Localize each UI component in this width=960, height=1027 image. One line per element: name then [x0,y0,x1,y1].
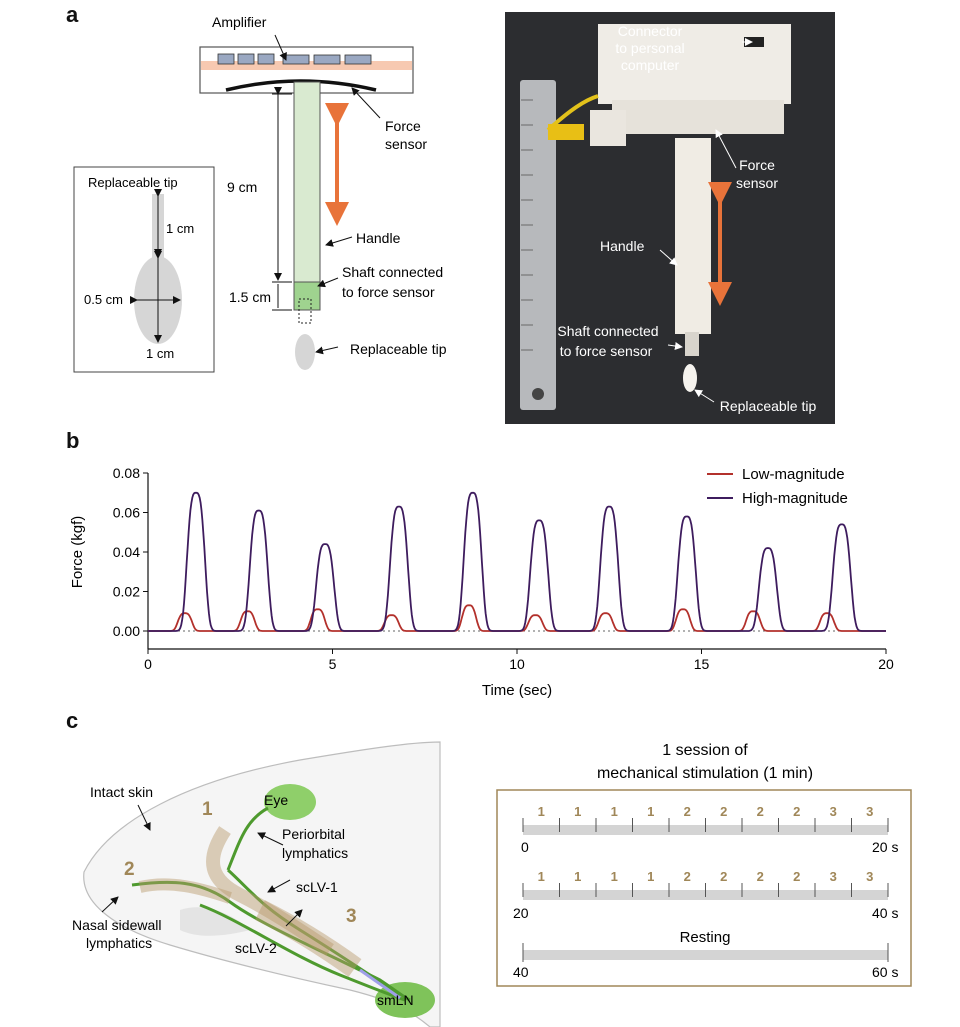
timeline-mark: 1 [611,869,618,884]
label-smln: smLN [377,992,414,1008]
photo-shaft-1: Shaft connected [557,323,658,339]
resting-bar [523,950,888,960]
stim-number-1: 1 [202,799,213,820]
timeline-mark: 2 [720,869,727,884]
timeline-mark: 3 [866,869,873,884]
photo-connector-1: Connector [618,23,683,39]
timeline-mark: 3 [830,869,837,884]
label-shaft-2: to force sensor [342,284,435,300]
stim-number-3: 3 [346,906,357,927]
session-title-2: mechanical stimulation (1 min) [597,765,813,782]
timeline-mark: 2 [793,804,800,819]
photo-connector-2: to personal [615,40,684,56]
label-nasal-2: lymphatics [86,935,152,951]
label-1-5cm: 1.5 cm [229,289,271,305]
stim-number-2: 2 [124,859,135,880]
photo-force-2: sensor [736,175,778,191]
photo-force-1: Force [739,157,775,173]
mouse-head-illustration [83,741,441,1027]
label-intact-skin: Intact skin [90,784,153,800]
row1-start: 0 [521,839,529,855]
label-periorbital-1: Periorbital [282,826,345,842]
timeline-mark: 2 [757,804,764,819]
label-sclv1: scLV-1 [296,879,338,895]
panel-label-a: a [66,2,79,27]
label-tip: Replaceable tip [350,341,447,357]
timeline-mark: 1 [647,804,654,819]
photo-connector-3: computer [621,57,680,73]
inset-title: Replaceable tip [88,175,178,190]
row1-end: 20 s [872,839,898,855]
timeline-mark: 3 [830,804,837,819]
label-handle: Handle [356,230,401,246]
row3-start: 40 [513,964,529,980]
photo-shaft-2: to force sensor [560,343,653,359]
amplifier-chips [217,53,372,65]
label-amplifier: Amplifier [212,14,267,30]
label-force-sensor-1: Force [385,118,421,134]
label-9cm: 9 cm [227,179,257,195]
device-photo [505,12,835,424]
row3-end: 60 s [872,964,898,980]
timeline-mark: 2 [684,804,691,819]
timeline-mark: 1 [574,869,581,884]
timeline-mark: 1 [647,869,654,884]
session-timeline: 1 1 1 1 2 2 2 2 3 3 1 1 1 1 2 2 2 2 3 3 [522,804,889,962]
timeline-mark: 2 [720,804,727,819]
label-periorbital-2: lymphatics [282,845,348,861]
inset-length: 1 cm [166,221,194,236]
timeline-mark: 2 [684,869,691,884]
row2-start: 20 [513,905,529,921]
timeline-mark: 3 [866,804,873,819]
row3-resting: Resting [680,929,731,946]
session-title-1: 1 session of [662,742,748,759]
timeline-mark: 1 [611,804,618,819]
timeline-mark: 2 [793,869,800,884]
label-sclv2: scLV-2 [235,940,277,956]
device-schematic [199,34,414,370]
panel-label-b: b [66,428,80,453]
inset-bulb-length: 1 cm [146,346,174,361]
timeline-mark: 1 [538,869,545,884]
label-force-sensor-2: sensor [385,136,427,152]
timeline-mark: 1 [574,804,581,819]
tip-inset [73,166,215,373]
inset-width: 0.5 cm [84,292,123,307]
label-nasal-1: Nasal sidewall [72,917,161,933]
label-eye: Eye [264,792,288,808]
label-shaft-1: Shaft connected [342,264,443,280]
row2-end: 40 s [872,905,898,921]
photo-tip: Replaceable tip [720,398,817,414]
timeline-mark: 1 [538,804,545,819]
photo-handle: Handle [600,238,645,254]
panel-label-c: c [66,708,79,733]
timeline-mark: 2 [757,869,764,884]
